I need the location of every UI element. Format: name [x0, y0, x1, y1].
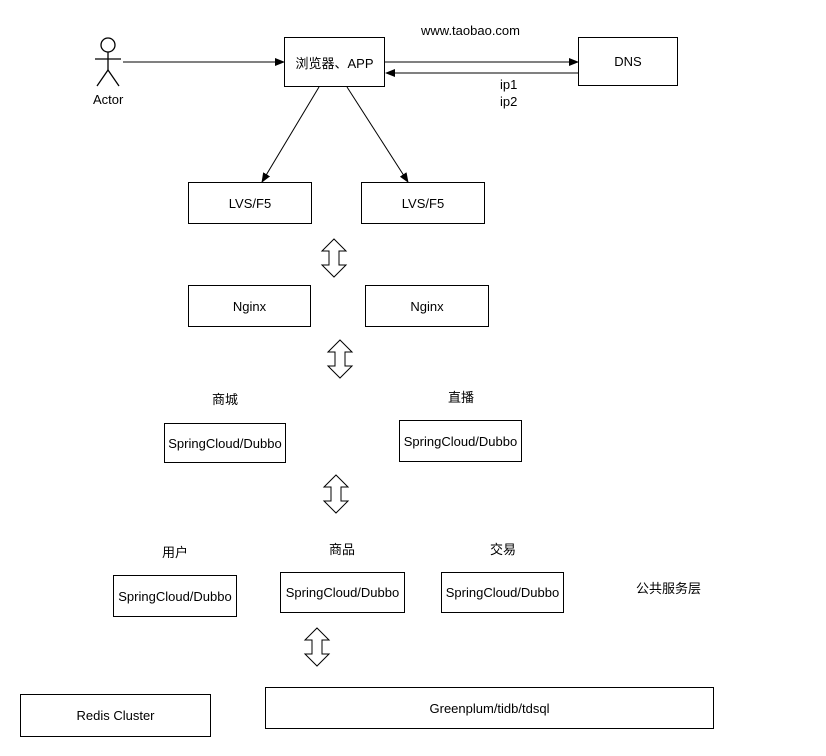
dns-node: DNS	[578, 37, 678, 86]
actor-figure-icon	[95, 37, 121, 87]
browser-app-node: 浏览器、APP	[284, 37, 385, 87]
public-service-layer-label: 公共服务层	[636, 581, 702, 596]
trade-service-node: SpringCloud/Dubbo	[441, 572, 564, 613]
product-service-node: SpringCloud/Dubbo	[280, 572, 405, 613]
lvs-f5-node: LVS/F5	[361, 182, 485, 224]
dns-response-ip1: ip1	[500, 77, 518, 92]
service-name-live: 直播	[448, 390, 475, 405]
actor-label: Actor	[93, 92, 124, 107]
service-name-product: 商品	[329, 542, 356, 557]
service-name-trade: 交易	[490, 542, 517, 557]
double-arrow-icon	[326, 339, 354, 379]
live-service-node: SpringCloud/Dubbo	[399, 420, 522, 462]
mall-service-node: SpringCloud/Dubbo	[164, 423, 286, 463]
browser-to-lvs-left-arrow	[261, 86, 320, 183]
service-name-mall: 商城	[212, 392, 239, 407]
user-service-node: SpringCloud/Dubbo	[113, 575, 237, 617]
dns-response-ip2: ip2	[500, 94, 518, 109]
nginx-node: Nginx	[188, 285, 311, 327]
double-arrow-icon	[303, 627, 331, 667]
double-arrow-icon	[320, 238, 348, 278]
double-arrow-icon	[322, 474, 350, 514]
redis-cluster-node: Redis Cluster	[20, 694, 211, 737]
database-node: Greenplum/tidb/tdsql	[265, 687, 714, 729]
service-name-user: 用户	[162, 545, 189, 560]
lvs-f5-node: LVS/F5	[188, 182, 312, 224]
dns-request-label: www.taobao.com	[421, 23, 520, 38]
browser-to-lvs-right-arrow	[346, 86, 409, 183]
nginx-node: Nginx	[365, 285, 489, 327]
